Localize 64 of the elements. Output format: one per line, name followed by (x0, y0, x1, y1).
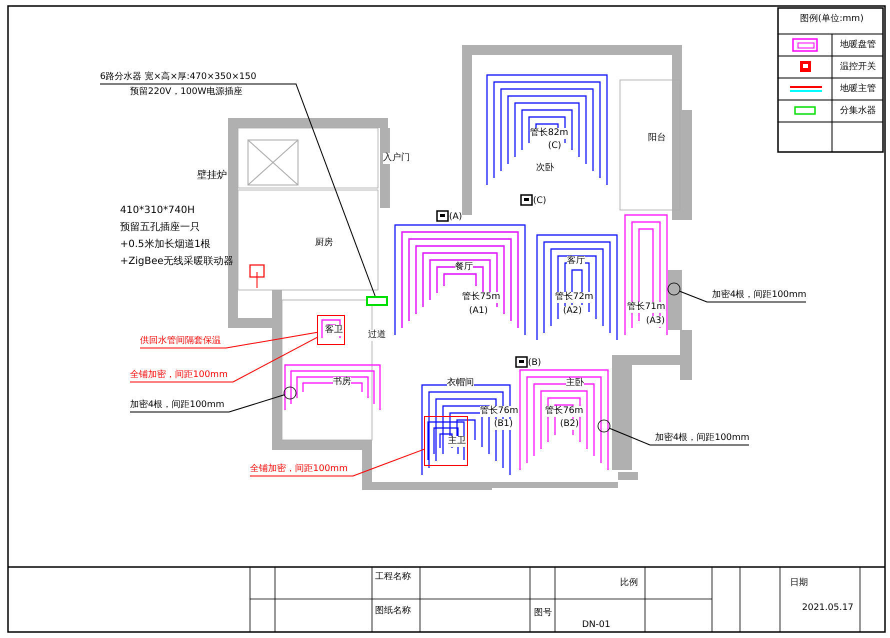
area-marker-circle (598, 420, 610, 432)
thermostat-label: (A) (449, 212, 462, 223)
room-label: 主卫 (448, 436, 466, 447)
pipe-length-label: 管长75m (462, 292, 500, 303)
thermostat-label: (C) (533, 196, 546, 207)
annotation-text: 6路分水器 宽×高×厚:470×350×150 (100, 72, 256, 83)
equipment-label: 壁挂炉 (197, 170, 227, 181)
loop-label: (B2) (560, 419, 579, 430)
pipe-length-label: 管长71m (627, 302, 666, 313)
thermostat-label: (B) (528, 358, 542, 369)
legend-label: 分集水器 (840, 106, 876, 117)
equipment-spec: 410*310*740H (120, 205, 195, 216)
area-marker-circle (284, 386, 296, 400)
equipment-note: +ZigBee无线采暖联动器 (120, 256, 234, 267)
highlight-frame (317, 315, 345, 345)
annotation-text: 供回水管间隔套保温 (140, 336, 221, 347)
loop-label: (A2) (563, 306, 582, 317)
room-label: 入户门 (383, 153, 410, 164)
manifold-symbol (366, 296, 388, 306)
annotation-text: 全铺加密，间距100mm (130, 370, 228, 381)
leader-line (680, 290, 806, 302)
title-block-label: 图纸名称 (375, 606, 411, 617)
title-block-label: 工程名称 (375, 572, 411, 583)
room-label: 客厅 (567, 256, 585, 267)
room-label: 厨房 (315, 238, 333, 249)
annotation-text: 加密4根，间距100mm (655, 433, 750, 444)
title-block-label: 日期 (790, 578, 808, 589)
room-label: 客卫 (325, 325, 343, 336)
room-label: 餐厅 (455, 262, 473, 273)
loop-label: (A3) (646, 316, 665, 327)
room-label: 书房 (333, 377, 351, 388)
room-label: 主卧 (566, 378, 584, 389)
leader-line (130, 336, 318, 382)
annotation-text: 加密4根，间距100mm (130, 400, 224, 411)
leader-line (130, 394, 284, 412)
pipe-length-label: 管长76m (480, 406, 518, 417)
leader-line (100, 84, 376, 296)
leader-line (140, 332, 318, 348)
loop-label: (B1) (494, 419, 513, 430)
pipe-length-label: 管长72m (555, 292, 594, 303)
equipment-note: 预留五孔插座一只 (120, 222, 200, 233)
title-block-text: 2021.05.17 (802, 603, 854, 614)
room-label: 衣帽间 (447, 378, 474, 389)
room-label: 次卧 (536, 163, 554, 174)
loop-label: (C) (548, 141, 562, 152)
leader-line (610, 428, 750, 446)
pipe-length-label: 管长82m (530, 128, 568, 139)
annotation-text: 加密4根，间距100mm (712, 290, 806, 301)
area-marker-circle (668, 282, 680, 296)
title-block-text: DN-01 (582, 620, 610, 631)
legend-label: 温控开关 (840, 62, 876, 73)
annotation-text: 预留220V，100W电源插座 (130, 87, 244, 98)
title-block-label: 比例 (620, 578, 638, 589)
title-block-label: 图号 (534, 608, 552, 619)
room-label: 过道 (368, 330, 386, 341)
loop-label: (A1) (469, 306, 488, 317)
leader-line (250, 448, 424, 476)
equipment-note: +0.5米加长烟道1根 (120, 239, 211, 250)
annotation-text: 全铺加密，间距100mm (250, 464, 348, 475)
pipe-length-label: 管长76m (545, 406, 584, 417)
legend-title: 图例(单位:mm) (800, 14, 864, 25)
room-label: 阳台 (648, 133, 666, 144)
legend-label: 地暖盘管 (840, 40, 876, 51)
legend-label: 地暖主管 (840, 84, 876, 95)
